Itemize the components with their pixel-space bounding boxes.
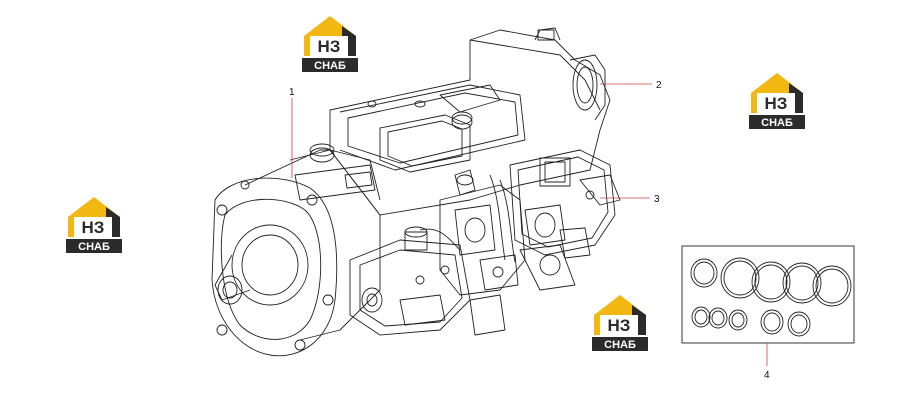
- brand-logo-watermark: НЗ СНАБ: [588, 291, 652, 353]
- o-ring-set: [690, 257, 852, 337]
- callout-1: 1: [289, 87, 295, 98]
- svg-text:СНАБ: СНАБ: [761, 117, 793, 129]
- callout-labels: 1 2 3 4: [289, 80, 770, 381]
- svg-text:НЗ: НЗ: [608, 316, 631, 335]
- callout-3: 3: [654, 194, 660, 205]
- hydraulic-pump-drawing: [211, 27, 621, 357]
- brand-logo-watermark: НЗ СНАБ: [298, 12, 362, 74]
- callout-4: 4: [764, 370, 770, 381]
- seal-kit-box: [681, 245, 855, 344]
- leader-lines: [291, 83, 768, 366]
- svg-text:НЗ: НЗ: [82, 218, 105, 237]
- svg-text:СНАБ: СНАБ: [604, 339, 636, 351]
- brand-logo-watermark: НЗ СНАБ: [62, 193, 126, 255]
- svg-text:СНАБ: СНАБ: [314, 60, 346, 72]
- callout-2: 2: [656, 80, 662, 91]
- svg-text:НЗ: НЗ: [765, 94, 788, 113]
- brand-logo-watermark: НЗ СНАБ: [745, 69, 809, 131]
- svg-text:НЗ: НЗ: [318, 37, 341, 56]
- svg-text:СНАБ: СНАБ: [78, 241, 110, 253]
